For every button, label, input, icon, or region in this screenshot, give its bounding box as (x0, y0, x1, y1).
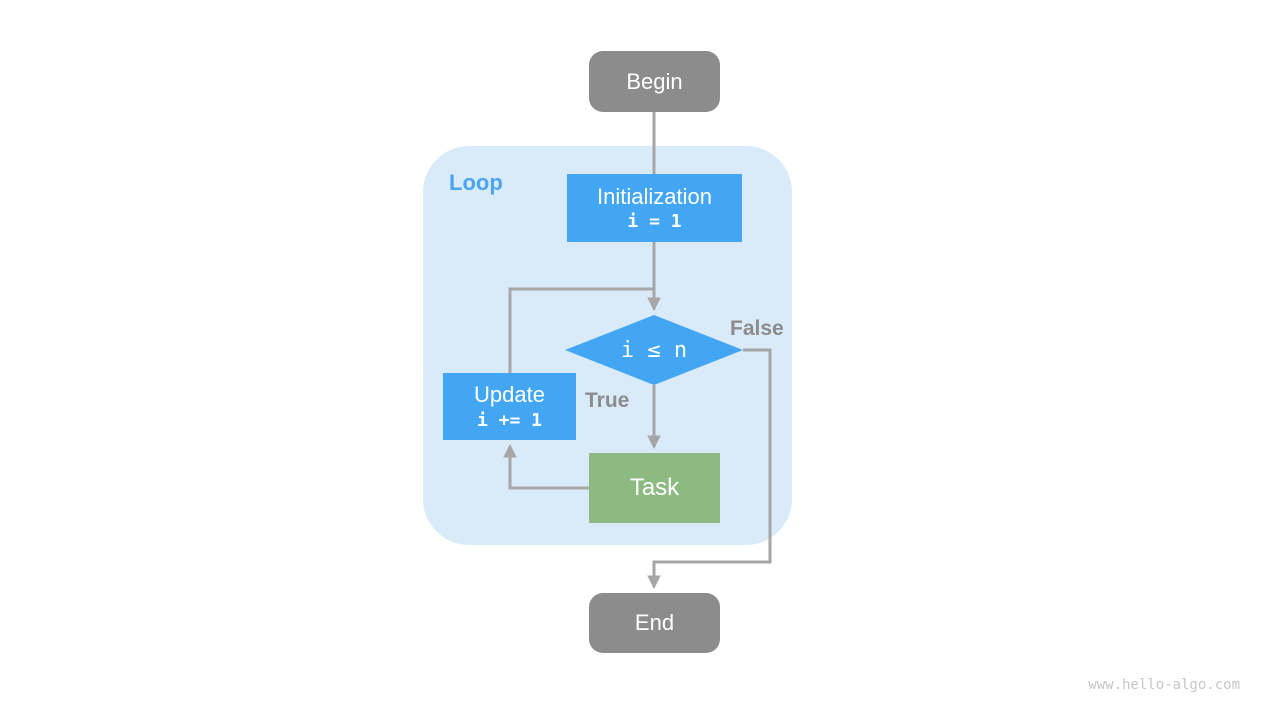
begin-node-label: Begin (626, 68, 683, 94)
update-node: Update i += 1 (443, 373, 576, 440)
end-node-label: End (634, 610, 675, 636)
edge-task-to-update (503, 443, 589, 490)
loop-group-label: Loop (449, 170, 503, 195)
edge-update-loopback (508, 287, 654, 373)
update-node-label: Update (474, 382, 545, 408)
update-node-code: i += 1 (476, 409, 543, 431)
edge-condition-false-to-end (647, 348, 772, 590)
begin-node: Begin (589, 51, 720, 112)
task-node-label: Task (629, 474, 680, 501)
end-node: End (589, 593, 720, 653)
false-branch-label: False (730, 317, 784, 340)
initialization-node-label: Initialization (597, 183, 712, 209)
condition-diamond-shape (565, 315, 743, 385)
true-branch-label: True (585, 389, 630, 412)
condition-node-label: i ≤ n (620, 337, 688, 363)
initialization-node: Initialization i = 1 (567, 174, 742, 242)
initialization-node-code: i = 1 (627, 211, 682, 233)
watermark-text: www.hello-algo.com (1088, 677, 1240, 693)
task-node: Task (589, 453, 720, 523)
